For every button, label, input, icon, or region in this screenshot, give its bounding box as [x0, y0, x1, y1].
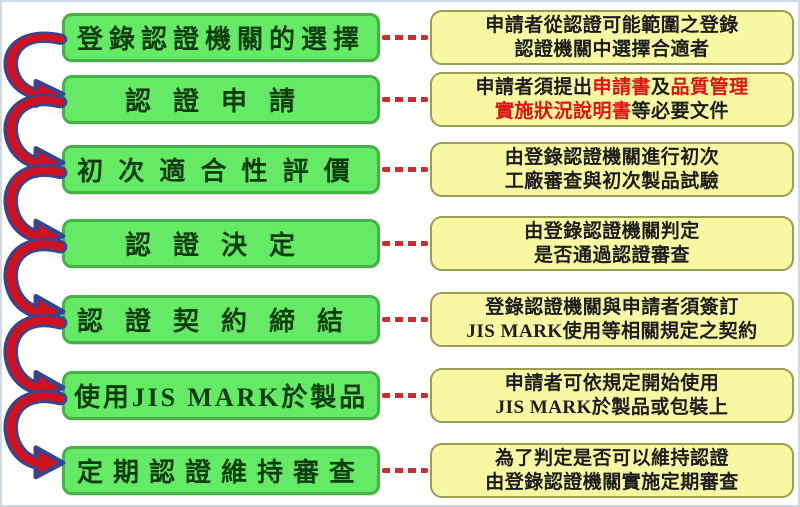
description-line: 工廠審查與初次製品試驗	[505, 170, 720, 194]
description-text: JIS MARK使用等相關規定之契約	[466, 320, 758, 342]
description-text: 等必要文件	[631, 100, 730, 122]
step-box: 認證決定	[62, 219, 380, 268]
description-text: 是否通過認證審查	[533, 244, 690, 266]
description-box: 申請者須提出申請書及品質管理實施狀況說明書等必要文件	[430, 72, 794, 127]
description-text: 申請者可依規定開始使用	[504, 372, 720, 394]
step-box: 使用JIS MARK於製品	[62, 371, 380, 420]
step-label: 登錄認證機關的選擇	[76, 25, 365, 54]
step-box: 初次適合性評價	[62, 145, 380, 194]
step-label: 認證申請	[124, 87, 317, 116]
dashed-connector-icon	[382, 393, 428, 398]
dashed-connector-icon	[382, 241, 428, 246]
description-box: 為了判定是否可以維持認證由登錄認證機關實施定期審查	[430, 443, 794, 498]
dashed-connector-icon	[382, 97, 428, 102]
description-box: 由登錄認證機關進行初次工廠審查與初次製品試驗	[430, 142, 794, 197]
step-label: 定期認證維持審查	[76, 458, 365, 487]
flow-row: 認證決定 由登錄認證機關判定是否通過認證審查	[2, 216, 798, 271]
flow-row: 登錄認證機關的選擇 申請者從認證可能範圍之登錄認證機關中選擇合適者	[2, 10, 798, 65]
dashed-connector-icon	[382, 317, 428, 322]
description-line: 登錄認證機關與申請者須簽訂	[485, 296, 739, 320]
description-text: 由登錄認證機關判定	[524, 220, 700, 242]
description-text: 登錄認證機關與申請者須簽訂	[485, 296, 739, 318]
description-line: JIS MARK於製品或包裝上	[496, 396, 729, 420]
step-label: 認證契約締結	[76, 307, 365, 336]
curved-flow-arrow-icon	[6, 388, 64, 477]
dashed-connector-icon	[382, 167, 428, 172]
description-text: 認證機關中選擇合適者	[514, 38, 710, 60]
description-line: 為了判定是否可以維持認證	[495, 447, 729, 471]
description-box: 申請者從認證可能範圍之登錄認證機關中選擇合適者	[430, 10, 794, 65]
description-line: 實施狀況說明書等必要文件	[495, 100, 729, 124]
description-text-highlight: 實施狀況說明書	[494, 100, 632, 122]
description-text: 為了判定是否可以維持認證	[494, 447, 729, 469]
flow-row: 初次適合性評價 由登錄認證機關進行初次工廠審查與初次製品試驗	[2, 142, 798, 197]
step-box: 認證契約締結	[62, 295, 380, 344]
description-text-highlight: 品質管理	[670, 76, 749, 98]
dashed-connector-icon	[382, 468, 428, 473]
description-box: 由登錄認證機關判定是否通過認證審查	[430, 216, 794, 271]
description-text: 及	[651, 76, 671, 98]
description-line: 申請者須提出申請書及品質管理	[475, 76, 748, 100]
step-box: 定期認證維持審查	[62, 446, 380, 495]
description-line: 認證機關中選擇合適者	[514, 38, 709, 62]
description-line: 申請者從認證可能範圍之登錄	[485, 14, 739, 38]
description-line: JIS MARK使用等相關規定之契約	[466, 320, 757, 344]
description-line: 由登錄認證機關實施定期審查	[485, 471, 739, 495]
description-line: 由登錄認證機關判定	[524, 220, 700, 244]
dashed-connector-icon	[382, 35, 428, 40]
flow-row: 定期認證維持審查 為了判定是否可以維持認證由登錄認證機關實施定期審查	[2, 443, 798, 498]
step-label: 使用JIS MARK於製品	[73, 383, 369, 412]
description-text: 申請者須提出	[475, 76, 593, 98]
flow-row: 認證申請 申請者須提出申請書及品質管理實施狀況說明書等必要文件	[2, 72, 798, 127]
description-text: 申請者從認證可能範圍之登錄	[485, 14, 739, 36]
description-line: 由登錄認證機關進行初次	[505, 146, 720, 170]
description-text: 由登錄認證機關實施定期審查	[485, 471, 739, 493]
description-text-highlight: 申請書	[592, 76, 651, 98]
step-label: 認證決定	[124, 231, 317, 260]
description-line: 申請者可依規定開始使用	[505, 372, 720, 396]
step-label: 初次適合性評價	[77, 157, 365, 186]
step-box: 認證申請	[62, 75, 380, 124]
step-box: 登錄認證機關的選擇	[62, 13, 380, 62]
description-text: 由登錄認證機關進行初次	[504, 146, 720, 168]
description-line: 是否通過認證審查	[534, 244, 690, 268]
description-text: JIS MARK於製品或包裝上	[495, 396, 729, 418]
description-text: 工廠審查與初次製品試驗	[504, 170, 720, 192]
